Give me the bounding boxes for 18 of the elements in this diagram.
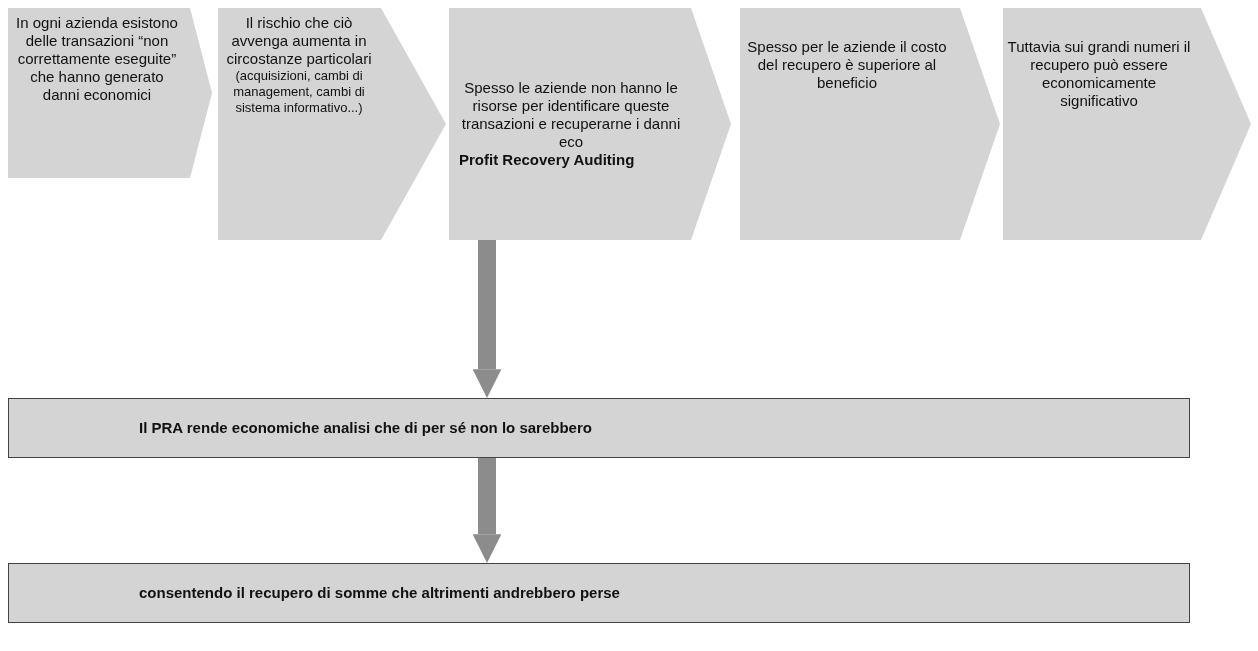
chevron-step [1003,8,1251,240]
down-arrow [472,240,502,398]
step-text: Spesso per le aziende il costo del recupero è superiore al beneficio [746,38,948,92]
step-text: Tuttavia sui grandi numeri il recupero può essere economicamente significativo [1007,38,1191,110]
step-heading: Profit Recovery Auditing [459,151,636,169]
chevron-step [740,8,1000,240]
banner-box [8,563,1190,623]
step-text: Il PRA rende economiche analisi che di per sé non lo sarebbero [138,419,593,437]
chevron-step [449,8,731,240]
step-text: In ogni azienda esistono delle transazioni “non correttamente eseguite” che hanno generato danni economici [15,14,179,104]
step-text: Spesso le aziende non hanno le risorse per identificare queste transazioni e recuperarne i danni eco [460,79,682,151]
step-note: (acquisizioni, cambi di management, cambi di sistema informativo...) [232,68,366,116]
chevron-step [218,8,446,240]
banner-box [8,398,1190,458]
chevron-step [8,8,212,178]
step-text: Il rischio che ciò avvenga aumenta in circostanze particolari [225,14,373,68]
down-arrow [472,458,502,563]
step-text: consentendo il recupero di somme che altrimenti andrebbero perse [138,584,621,602]
